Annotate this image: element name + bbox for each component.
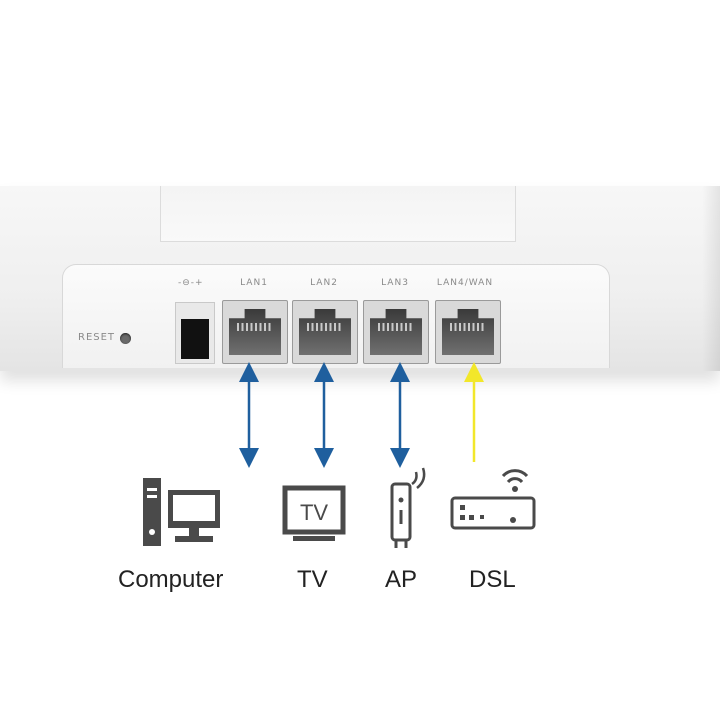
port-label-lan1: LAN1 (240, 278, 268, 288)
access-point-icon (390, 467, 426, 548)
reset-label: RESET (78, 332, 116, 343)
ethernet-port-lan2 (292, 300, 358, 364)
reset-button (120, 333, 131, 344)
device-label-tv: TV (297, 566, 328, 593)
port-pins (450, 323, 486, 331)
dsl-modem-icon (450, 469, 536, 530)
router-top-recess (160, 186, 516, 242)
ethernet-port-lan4-wan (435, 300, 501, 364)
tv-icon: TV (282, 485, 346, 541)
computer-icon (143, 478, 220, 546)
port-pins (237, 323, 273, 331)
ethernet-port-lan1 (222, 300, 288, 364)
port-pins (378, 323, 414, 331)
dc-power-jack (175, 302, 215, 364)
ethernet-port-lan3 (363, 300, 429, 364)
port-label-lan2: LAN2 (310, 278, 338, 288)
device-label-computer: Computer (118, 566, 224, 593)
port-label-lan4-wan: LAN4/WAN (436, 278, 494, 288)
port-pins (307, 323, 343, 331)
dc-power-label: -⊖-+ (178, 278, 204, 288)
device-label-ap: AP (385, 566, 418, 593)
port-label-lan3: LAN3 (381, 278, 409, 288)
tv-screen-text: TV (300, 500, 328, 525)
router-edge-shadow (702, 186, 720, 371)
device-label-dsl: DSL (469, 566, 516, 593)
